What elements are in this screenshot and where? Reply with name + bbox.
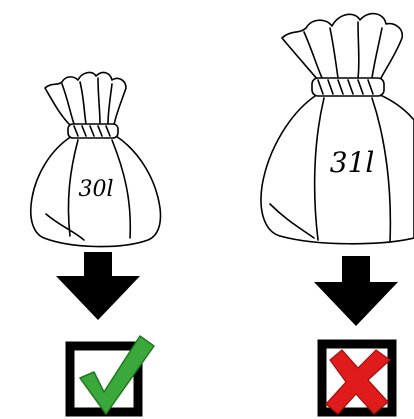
check-box-icon (70, 336, 154, 414)
bag-left-label: 30l (78, 177, 113, 202)
bag-right (261, 14, 414, 244)
bag-left (31, 73, 161, 247)
right-down-arrow-icon (314, 256, 398, 326)
bag-right-label: 31l (330, 146, 375, 179)
left-down-arrow-icon (56, 252, 140, 320)
bag-right-top-icon (282, 14, 402, 80)
cross-box-icon (322, 344, 392, 414)
